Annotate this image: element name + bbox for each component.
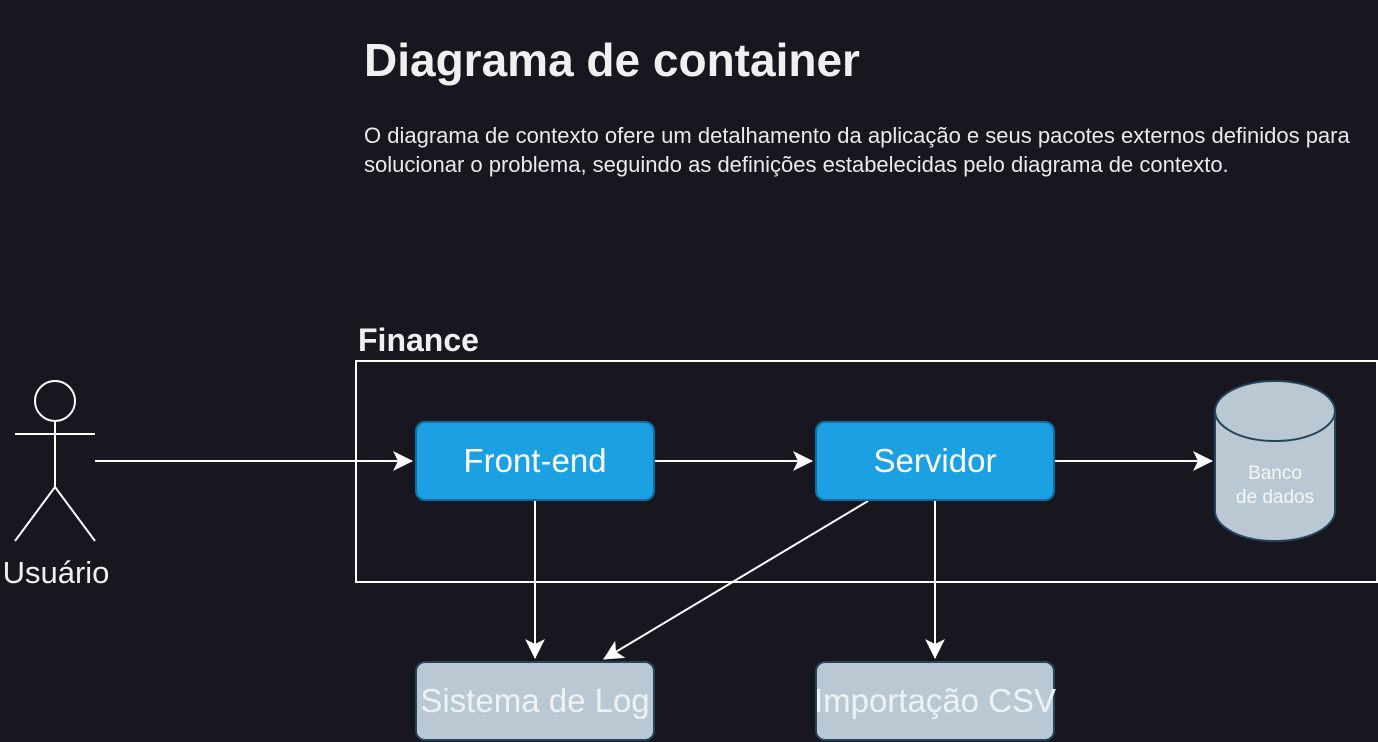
edge-servidor-to-syslog[interactable] <box>603 500 869 660</box>
servidor-label: Servidor <box>873 442 997 479</box>
database-label-line1: Banco <box>1248 463 1302 484</box>
page-title: Diagrama de container <box>364 34 860 86</box>
actor-label: Usuário <box>2 555 110 590</box>
database-label-line2: de dados <box>1235 487 1315 508</box>
servidor-container[interactable]: Servidor <box>815 421 1055 501</box>
frontend-label: Front-end <box>463 442 607 479</box>
actor-icon[interactable] <box>14 380 96 542</box>
syslog-label: Sistema de Log <box>420 682 650 719</box>
frontend-container[interactable]: Front-end <box>415 421 655 501</box>
page-description: O diagrama de contexto ofere um detalham… <box>364 123 1350 177</box>
csv-import-label: Importação CSV <box>813 682 1057 719</box>
syslog-external[interactable]: Sistema de Log <box>415 661 655 741</box>
boundary-label: Finance <box>358 322 479 358</box>
database-label: Banco de dados <box>1215 462 1335 510</box>
finance-boundary[interactable] <box>355 360 1378 583</box>
csv-import-external[interactable]: Importação CSV <box>813 661 1057 741</box>
database-cylinder[interactable] <box>1214 380 1336 542</box>
